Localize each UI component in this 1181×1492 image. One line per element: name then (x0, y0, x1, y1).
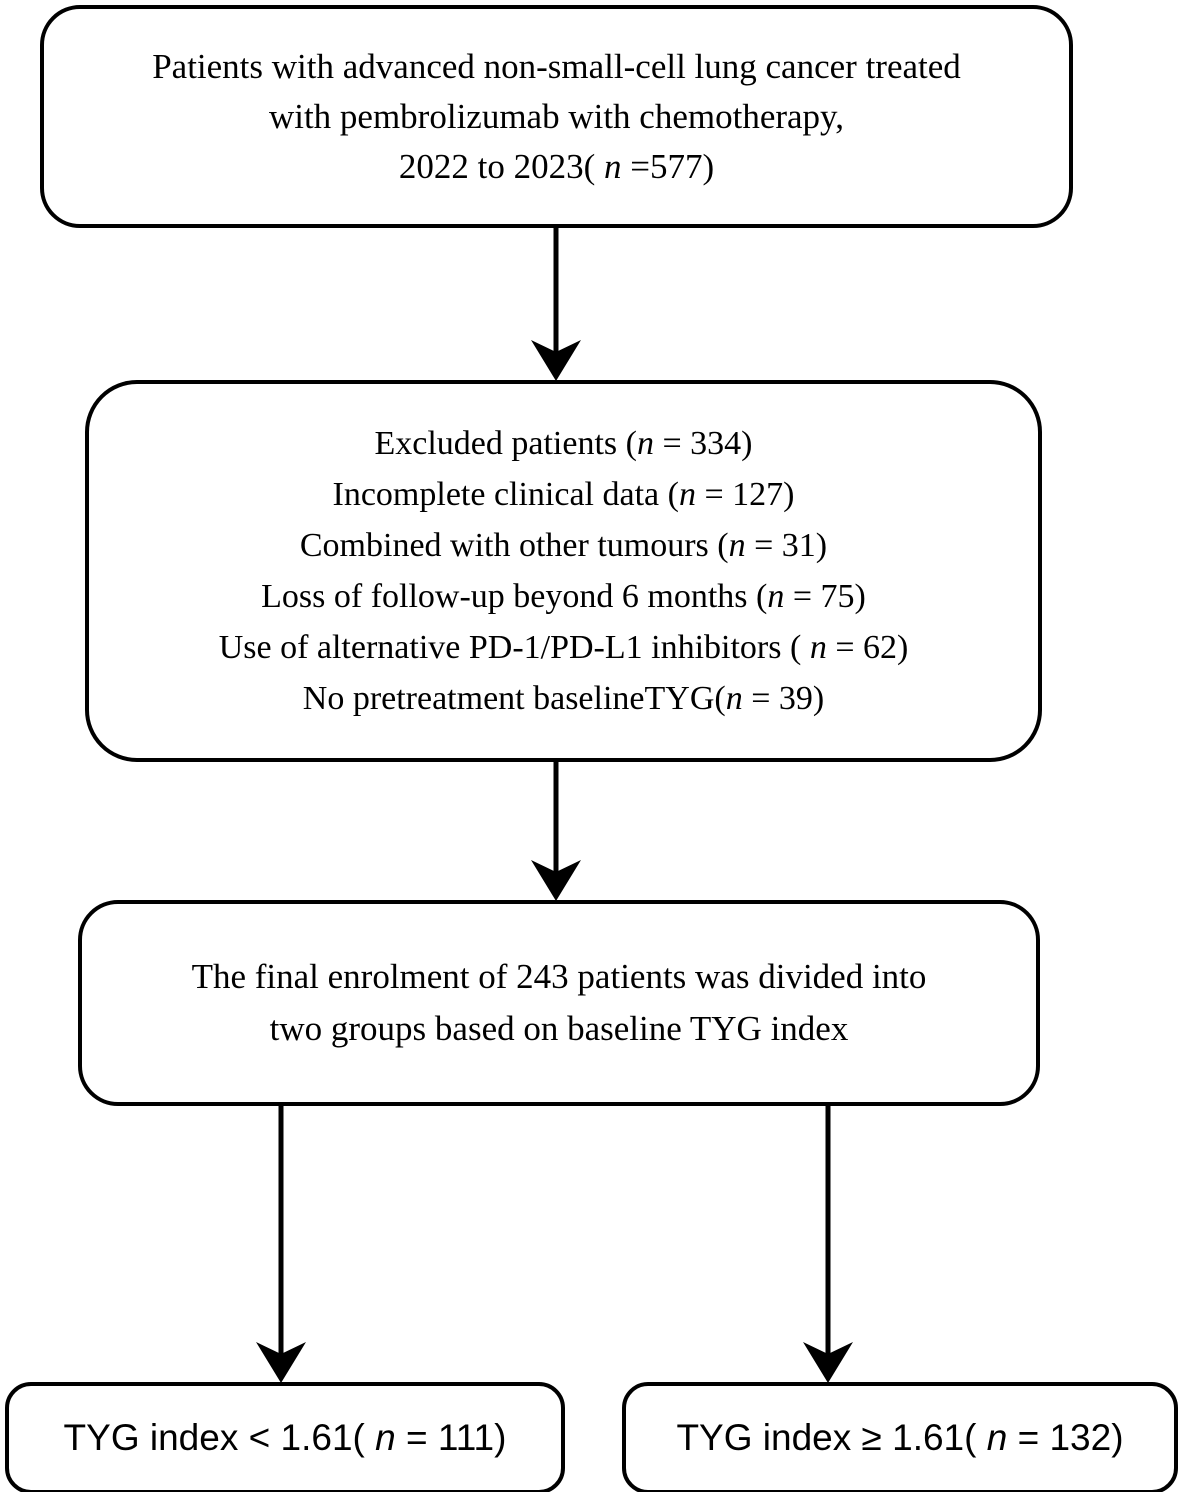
exclusion-label: Loss of follow-up beyond 6 months ( (261, 578, 768, 615)
exclusion-tail: = 39) (742, 680, 825, 717)
exclusion-item: No pretreatment baselineTYG(n = 39) (99, 673, 1028, 724)
arrowhead-down-icon (531, 860, 581, 901)
group-low-prefix: TYG index < 1.61( (63, 1417, 376, 1458)
source-count-n-symbol: n (603, 146, 622, 186)
enrolled-line-2: two groups based on baseline TYG index (269, 1009, 849, 1048)
exclusion-n-symbol: n (725, 680, 743, 717)
arrowhead-down-icon (531, 340, 581, 381)
exclusion-n-symbol: n (636, 425, 654, 462)
node-excluded-patients-text: Excluded patients (n = 334) Incomplete c… (89, 418, 1038, 724)
node-group-tyg-high: TYG index ≥ 1.61( n = 132) (622, 1382, 1178, 1492)
node-source-cohort-text: Patients with advanced non-small-cell lu… (44, 42, 1069, 192)
exclusion-label: Incomplete clinical data ( (332, 476, 679, 513)
exclusion-item: Combined with other tumours (n = 31) (99, 520, 1028, 571)
exclusion-label: Combined with other tumours ( (299, 527, 729, 564)
node-group-tyg-low: TYG index < 1.61( n = 111) (5, 1382, 565, 1492)
source-count-prefix: 2022 to 2023( (398, 146, 604, 186)
node-group-tyg-high-text: TYG index ≥ 1.61( n = 132) (626, 1416, 1174, 1460)
group-low-line: TYG index < 1.61( n = 111) (19, 1416, 551, 1460)
exclusion-tail: = 127) (695, 476, 795, 513)
exclusion-n-symbol: n (809, 629, 827, 666)
group-low-tail: = 111) (395, 1417, 507, 1458)
exclusion-item: Use of alternative PD-1/PD-L1 inhibitors… (99, 622, 1028, 673)
source-count-suffix: =577) (621, 146, 715, 186)
node-final-enrolment: The final enrolment of 243 patients was … (78, 900, 1040, 1106)
exclusion-n-symbol: n (678, 476, 696, 513)
exclusion-tail: = 62) (826, 629, 909, 666)
arrowhead-down-icon (256, 1342, 306, 1383)
group-high-tail: = 132) (1007, 1417, 1124, 1458)
exclusion-item: Incomplete clinical data (n = 127) (99, 469, 1028, 520)
exclusion-tail: = 334) (653, 425, 753, 462)
source-line-1: Patients with advanced non-small-cell lu… (152, 46, 961, 86)
exclusion-tail: = 75) (784, 578, 866, 615)
source-line-3: 2022 to 2023( n =577) (54, 142, 1059, 192)
source-line-2: with pembrolizumab with chemotherapy, (268, 96, 845, 136)
enrolled-line-1: The final enrolment of 243 patients was … (191, 957, 927, 996)
exclusion-n-symbol: n (728, 527, 746, 564)
exclusion-tail: = 31) (745, 527, 828, 564)
node-group-tyg-low-text: TYG index < 1.61( n = 111) (9, 1416, 561, 1460)
exclusion-label: No pretreatment baselineTYG( (302, 680, 726, 717)
node-source-cohort: Patients with advanced non-small-cell lu… (40, 5, 1073, 228)
arrowhead-down-icon (803, 1342, 853, 1383)
node-excluded-patients: Excluded patients (n = 334) Incomplete c… (85, 380, 1042, 762)
group-high-line: TYG index ≥ 1.61( n = 132) (636, 1416, 1164, 1460)
exclusion-label: Use of alternative PD-1/PD-L1 inhibitors… (218, 629, 810, 666)
exclusion-n-symbol: n (767, 578, 785, 615)
exclusion-item: Loss of follow-up beyond 6 months (n = 7… (99, 571, 1028, 622)
exclusion-item: Excluded patients (n = 334) (99, 418, 1028, 469)
exclusion-label: Excluded patients ( (374, 425, 637, 462)
group-high-prefix: TYG index ≥ 1.61( (676, 1417, 987, 1458)
group-high-n-symbol: n (986, 1417, 1008, 1458)
group-low-n-symbol: n (375, 1417, 396, 1458)
node-final-enrolment-text: The final enrolment of 243 patients was … (82, 951, 1036, 1055)
